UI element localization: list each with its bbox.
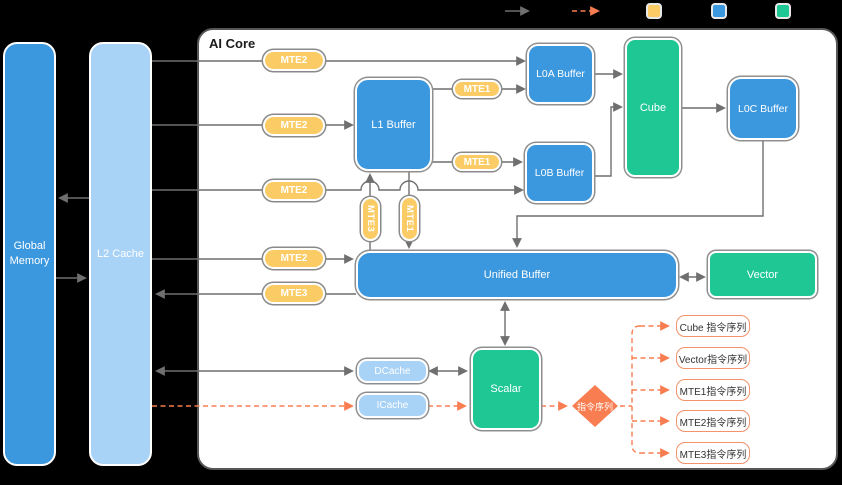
dcache-block: DCache xyxy=(357,359,428,383)
l0c-buffer-block: L0C Buffer xyxy=(728,77,798,140)
vector-unit-block: Vector xyxy=(708,251,817,298)
mte2-pill-line3: MTE2 xyxy=(263,180,325,201)
mte2-pill-line4: MTE2 xyxy=(263,248,325,269)
mte1-instruction-queue: MTE1指令序列 xyxy=(676,379,750,401)
mte1-pill-to-l0b: MTE1 xyxy=(453,153,501,171)
l0b-buffer-block: L0B Buffer xyxy=(525,143,594,203)
legend-green-swatch xyxy=(775,3,791,19)
scalar-unit-block: Scalar xyxy=(471,348,541,430)
legend-blue-swatch xyxy=(711,3,727,19)
ai-core-title: AI Core xyxy=(209,36,256,51)
cube-instruction-queue: Cube 指令序列 xyxy=(676,315,750,337)
mte2-instruction-queue: MTE2指令序列 xyxy=(676,410,750,432)
l2-cache-block: L2 Cache xyxy=(89,42,152,466)
l0a-buffer-block: L0A Buffer xyxy=(527,44,594,104)
mte3-pill-writeback: MTE3 xyxy=(263,283,325,304)
l1-buffer-block: L1 Buffer xyxy=(355,78,432,171)
mte2-pill-line2: MTE2 xyxy=(263,115,325,136)
mte1-pill-vertical: MTE1 xyxy=(400,196,419,241)
unified-buffer-block: Unified Buffer xyxy=(356,251,678,299)
mte2-pill-line1: MTE2 xyxy=(263,50,325,71)
mte1-pill-to-l0a: MTE1 xyxy=(453,80,501,98)
vector-instruction-queue: Vector指令序列 xyxy=(676,347,750,369)
global-memory-block: Global Memory xyxy=(3,42,56,466)
legend-yellow-swatch xyxy=(646,3,662,19)
icache-block: ICache xyxy=(357,393,428,418)
cube-unit-block: Cube xyxy=(625,38,681,177)
mte3-pill-vertical: MTE3 xyxy=(361,197,380,241)
mte3-instruction-queue: MTE3指令序列 xyxy=(676,442,750,464)
